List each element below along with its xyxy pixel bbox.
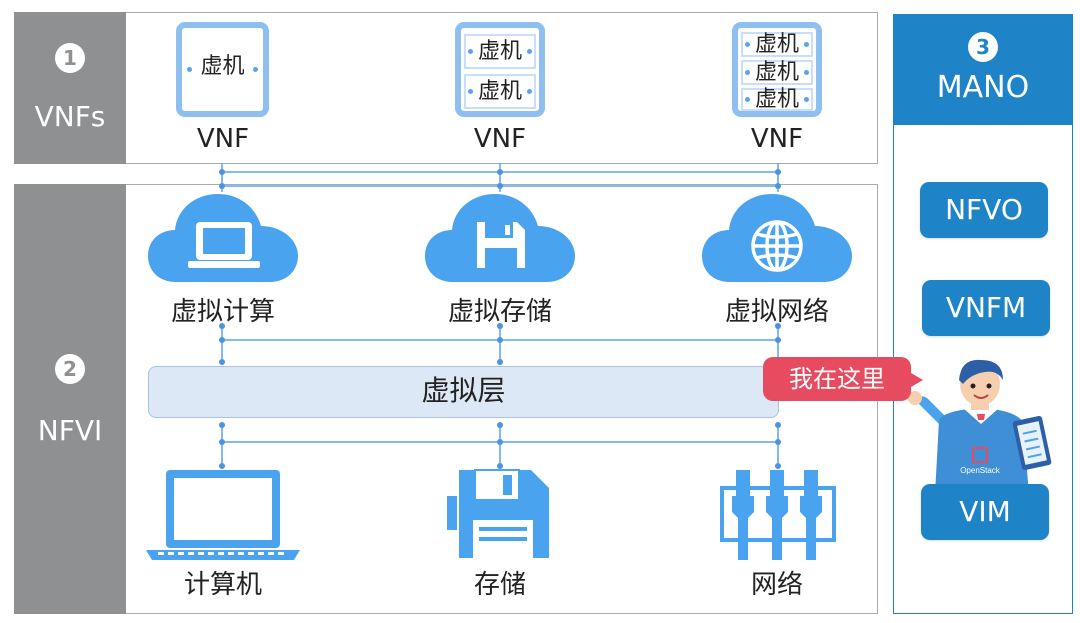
vm-box: 虚机 bbox=[741, 60, 813, 85]
nfvi-number: 2 bbox=[55, 354, 85, 384]
virtual-network-label: 虚拟网络 bbox=[724, 297, 829, 327]
computer-label: 计算机 bbox=[183, 570, 262, 600]
virtual-storage-label: 虚拟存储 bbox=[447, 297, 552, 327]
mano-header: 3 MANO bbox=[894, 15, 1072, 125]
virtual-compute-cloud-icon bbox=[148, 194, 298, 282]
vnf-3-label: VNF bbox=[750, 124, 804, 154]
vim-box: VIM bbox=[921, 484, 1049, 540]
mascot-illustration: OpenStack bbox=[908, 359, 1052, 494]
nfvi-side-label: 2 NFVI bbox=[14, 184, 126, 614]
network-ports-icon bbox=[720, 470, 836, 560]
laptop-icon bbox=[146, 470, 300, 560]
vm-box: 虚机 bbox=[464, 74, 536, 109]
vnfm-box: VNFM bbox=[922, 280, 1050, 336]
virtual-layer-bar: 虚拟层 bbox=[148, 366, 779, 418]
vnf-3-box: 虚机 虚机 虚机 bbox=[732, 22, 822, 117]
vnf-2-box: 虚机 虚机 bbox=[455, 22, 545, 117]
nfvi-label: NFVI bbox=[37, 414, 103, 447]
mascot-badge-text: OpenStack bbox=[960, 466, 1001, 475]
vnfs-number: 1 bbox=[55, 43, 85, 73]
virtual-compute-label: 虚拟计算 bbox=[170, 297, 275, 327]
virtual-network-cloud-icon bbox=[702, 194, 852, 282]
vm-box: 虚机 bbox=[185, 40, 260, 98]
virtual-storage-cloud-icon bbox=[425, 194, 575, 282]
storage-disk-icon bbox=[447, 469, 549, 558]
network-label: 网络 bbox=[750, 570, 803, 600]
storage-label: 存储 bbox=[473, 570, 526, 600]
here-callout: 我在这里 bbox=[763, 357, 923, 401]
vm-box: 虚机 bbox=[464, 34, 536, 69]
vm-box: 虚机 bbox=[741, 32, 813, 57]
mano-title: MANO bbox=[936, 70, 1030, 105]
vnf-2-label: VNF bbox=[473, 124, 527, 154]
vnfs-side-label: 1 VNFs bbox=[14, 12, 126, 164]
vnfs-label: VNFs bbox=[34, 100, 106, 133]
vm-box: 虚机 bbox=[741, 88, 813, 111]
mano-number: 3 bbox=[968, 32, 998, 62]
vnf-1-label: VNF bbox=[196, 124, 250, 154]
vnf-1-box: 虚机 bbox=[176, 22, 269, 117]
nfvo-box: NFVO bbox=[920, 182, 1048, 238]
